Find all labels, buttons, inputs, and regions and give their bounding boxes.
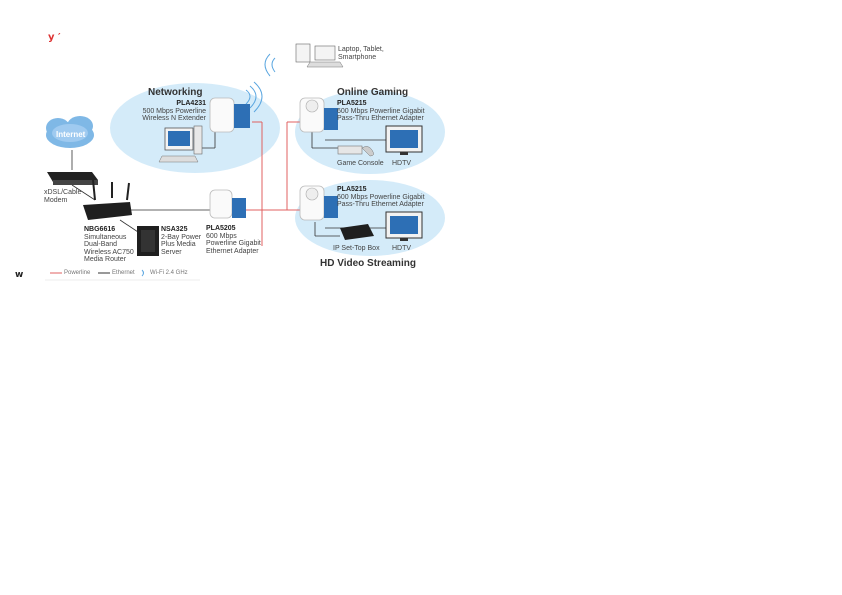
router-label: NBG6616 Simultaneous Dual-Band Wireless …: [84, 226, 134, 264]
pla5215-top-description: 600 Mbps Powerline Gigabit Pass-Thru Eth…: [337, 107, 425, 123]
set-top-box-icon: [340, 224, 374, 240]
pla4231-model: PLA4231: [176, 100, 206, 107]
game-console-label: Game Console: [337, 160, 384, 167]
mobile-devices-label: Laptop, Tablet, Smartphone: [338, 46, 384, 61]
networking-title: Networking: [148, 87, 203, 98]
side-mark: w: [15, 270, 24, 280]
mobile-devices-icon: [264, 43, 344, 77]
router-model: NBG6616: [84, 226, 116, 233]
desktop-pc-icon: [158, 125, 203, 163]
hdtv-top-icon: [385, 125, 423, 155]
nas-label: NSA325 2-Bay Power Plus Media Server: [161, 226, 201, 256]
hdtv-top-label: HDTV: [392, 160, 412, 167]
hdtv-bottom-icon: [385, 211, 423, 241]
nas-model: NSA325: [161, 226, 188, 233]
pla5215-top-label: PLA5215 600 Mbps Powerline Gigabit Pass-…: [337, 100, 425, 123]
pla5215-bottom-device-icon: [299, 185, 338, 221]
pla5215-top-device-icon: [299, 97, 338, 133]
legend-swatches: [50, 269, 144, 277]
internet-cloud-icon: [46, 116, 94, 148]
powerline-lines: [246, 121, 300, 246]
game-console-icon: [337, 145, 374, 157]
pla5205-label: PLA5205 600 Mbps Powerline Gigabit Ether…: [206, 225, 261, 255]
header-marks: y ′: [48, 32, 61, 43]
hdtv-bottom-label: HDTV: [392, 245, 412, 252]
internet-label: Internet: [56, 130, 86, 139]
modem-icon: [47, 172, 98, 185]
router-icon: [83, 179, 132, 220]
modem-label: xDSL/Cable Modem: [44, 189, 82, 204]
pla4231-description: 500 Mbps Powerline Wireless N Extender: [142, 107, 206, 123]
pla5205-model: PLA5205: [206, 225, 236, 232]
legend-wifi: Wi-Fi 2.4 GHz: [150, 270, 188, 276]
online-gaming-title: Online Gaming: [337, 87, 409, 98]
pla5215-bottom-label: PLA5215 600 Mbps Powerline Gigabit Pass-…: [337, 186, 425, 209]
pla5205-description: 600 Mbps Powerline Gigabit Ethernet Adap…: [206, 232, 261, 255]
nas-description: 2-Bay Power Plus Media Server: [161, 233, 202, 256]
legend-ethernet: Ethernet: [112, 270, 135, 276]
pla4231-device-icon: [209, 81, 263, 133]
legend-powerline: Powerline: [64, 270, 91, 276]
pla5215-bottom-model: PLA5215: [337, 186, 367, 193]
router-description: Simultaneous Dual-Band Wireless AC750 Me…: [84, 233, 134, 264]
pla5205-device-icon: [209, 189, 246, 219]
nas-icon: [137, 226, 159, 256]
iptv-label: IP Set-Top Box: [333, 245, 380, 252]
pla5215-bottom-description: 600 Mbps Powerline Gigabit Pass-Thru Eth…: [337, 193, 425, 209]
pla4231-label: PLA4231 500 Mbps Powerline Wireless N Ex…: [140, 100, 206, 123]
pla5215-top-model: PLA5215: [337, 100, 367, 107]
hd-video-streaming-title: HD Video Streaming: [320, 258, 416, 269]
